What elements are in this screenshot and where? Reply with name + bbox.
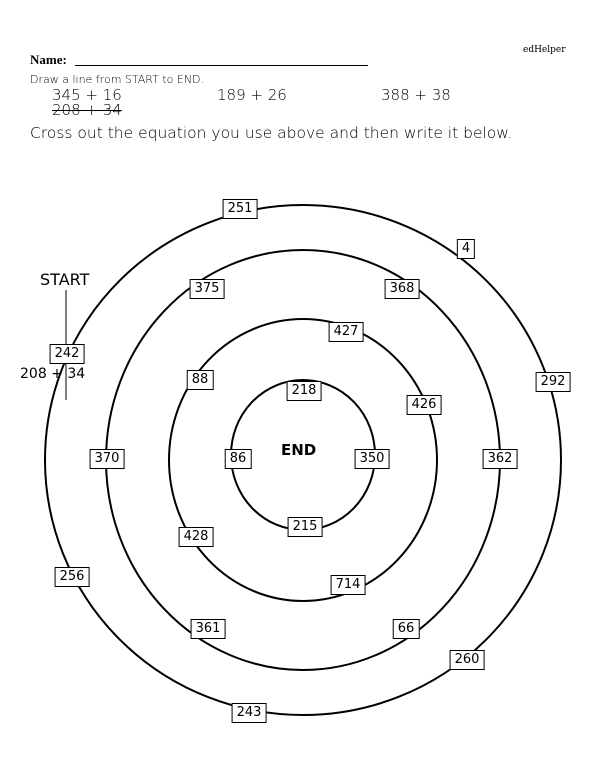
number-box[interactable]: 362 xyxy=(482,449,518,469)
start-label: START xyxy=(40,270,90,289)
number-box[interactable]: 251 xyxy=(222,199,258,219)
ring-3 xyxy=(168,318,438,602)
number-box[interactable]: 428 xyxy=(178,527,214,547)
equation-3: 388 + 38 xyxy=(381,86,451,104)
crossed-equation: 208 + 34 xyxy=(52,101,122,119)
instruction-2: Cross out the equation you use above and… xyxy=(30,124,513,142)
number-box[interactable]: 714 xyxy=(330,575,366,595)
written-equation: 208 + 34 xyxy=(20,366,86,382)
number-box[interactable]: 361 xyxy=(190,619,226,639)
ring-outer xyxy=(44,204,562,716)
number-box[interactable]: 66 xyxy=(392,619,420,639)
equation-1: 345 + 16 xyxy=(52,86,122,104)
number-box[interactable]: 370 xyxy=(89,449,125,469)
name-label: Name: xyxy=(30,52,67,67)
number-box[interactable]: 368 xyxy=(384,279,420,299)
equation-2: 189 + 26 xyxy=(217,86,287,104)
number-box[interactable]: 375 xyxy=(189,279,225,299)
name-line[interactable] xyxy=(75,65,368,66)
number-box[interactable]: 4 xyxy=(456,239,476,259)
number-box[interactable]: 256 xyxy=(54,567,90,587)
number-box[interactable]: 215 xyxy=(287,517,323,537)
number-box[interactable]: 350 xyxy=(354,449,390,469)
number-box[interactable]: 243 xyxy=(231,703,267,723)
number-box[interactable]: 260 xyxy=(449,650,485,670)
number-box[interactable]: 426 xyxy=(406,395,442,415)
number-box[interactable]: 218 xyxy=(286,381,322,401)
number-box[interactable]: 242 xyxy=(49,344,85,364)
number-box[interactable]: 427 xyxy=(328,322,364,342)
number-box[interactable]: 86 xyxy=(224,449,252,469)
instruction: Draw a line from START to END. xyxy=(30,73,205,86)
brand-label: edHelper xyxy=(523,45,566,55)
number-box[interactable]: 292 xyxy=(535,372,571,392)
end-label: END xyxy=(281,441,317,459)
ring-2 xyxy=(105,249,501,671)
number-box[interactable]: 88 xyxy=(186,370,214,390)
